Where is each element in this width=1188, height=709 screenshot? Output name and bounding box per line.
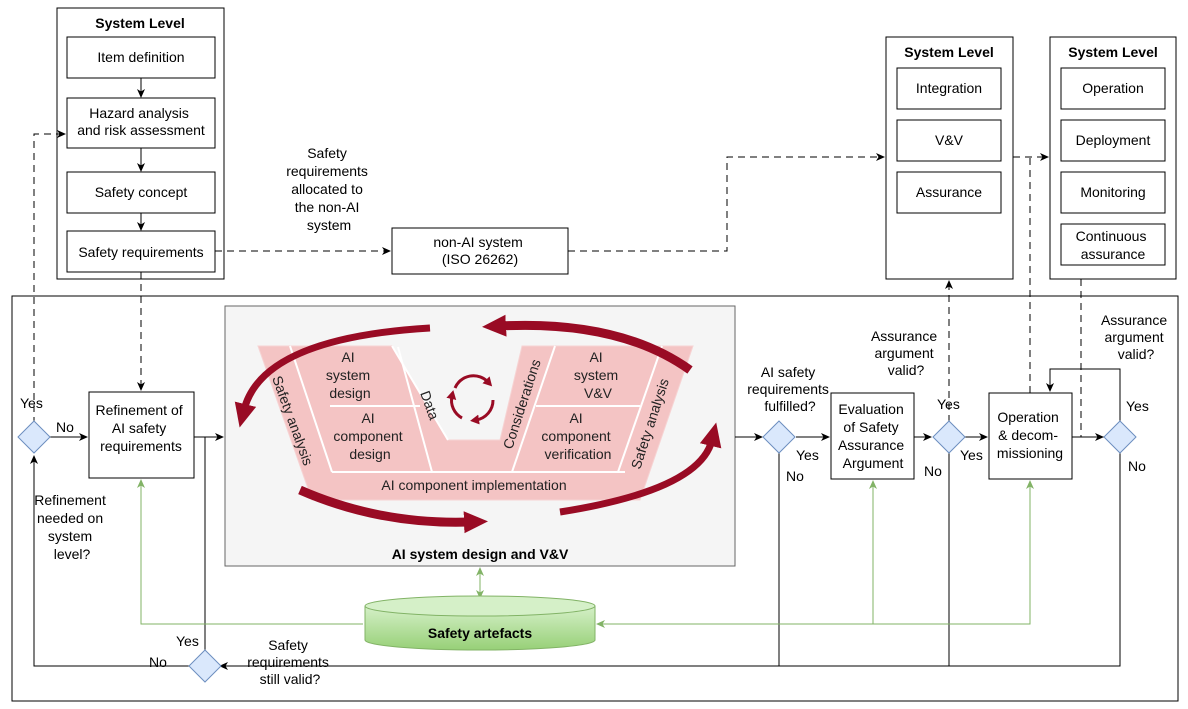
yes-label-left: Yes bbox=[20, 395, 43, 411]
refinement-needed-question: Refinement needed on system level? bbox=[34, 492, 109, 562]
no-label-left: No bbox=[56, 419, 74, 435]
ai-level-frame bbox=[11, 295, 1179, 702]
ai-fulfilled-diamond bbox=[762, 420, 796, 454]
safety-artefacts-label: Safety artefacts bbox=[428, 625, 532, 641]
monitoring-box bbox=[1060, 171, 1166, 214]
system-level-left-group: System Level Item definition Hazard anal… bbox=[56, 7, 225, 280]
safety-concept-box bbox=[66, 171, 216, 214]
monitoring-label: Monitoring bbox=[1080, 184, 1145, 200]
red-cycle-arrow-top bbox=[482, 314, 693, 374]
yes-label-assurance-2: Yes bbox=[1126, 398, 1149, 414]
system-level-mid-group: System Level Integration V&V Assurance bbox=[885, 36, 1014, 280]
assurance-valid-question-1: Assurance argument valid? bbox=[871, 328, 941, 378]
system-level-right-title: System Level bbox=[1068, 44, 1158, 60]
v-model-panel: Safety analysis AI system design Data AI… bbox=[224, 305, 736, 567]
non-ai-system-box bbox=[391, 227, 569, 275]
no-label-fulfilled: No bbox=[786, 468, 804, 484]
no-label-assurance-2: No bbox=[1128, 458, 1146, 474]
assurance-valid-question-2: Assurance argument valid? bbox=[1101, 312, 1171, 362]
still-valid-question: Safety requirements still valid? bbox=[247, 637, 333, 687]
solid-connectors bbox=[30, 368, 1121, 670]
integration-box bbox=[896, 67, 1002, 110]
operation-label-top: Operation bbox=[1082, 80, 1143, 96]
still-valid-diamond bbox=[188, 649, 222, 683]
operation-decommissioning-box bbox=[988, 392, 1073, 480]
yes-label-assurance-1: Yes bbox=[937, 396, 960, 412]
system-level-right-group: System Level Operation Deployment Monito… bbox=[1049, 36, 1177, 280]
hazard-analysis-box bbox=[66, 97, 216, 149]
red-cycle-arrow-bottom bbox=[298, 485, 488, 534]
evaluation-box bbox=[830, 392, 915, 480]
safety-artefacts-store: Safety artefacts bbox=[364, 595, 596, 651]
no-label-still-valid: No bbox=[149, 654, 167, 670]
green-connectors bbox=[137, 479, 1034, 628]
safety-concept-label: Safety concept bbox=[95, 184, 188, 200]
operation-box-top bbox=[1060, 67, 1166, 110]
ai-component-implementation-label: AI component implementation bbox=[381, 477, 566, 493]
allocation-label: Safety requirements allocated to the non… bbox=[286, 145, 372, 233]
assurance-valid-diamond-2 bbox=[1103, 420, 1137, 454]
deployment-label: Deployment bbox=[1076, 132, 1151, 148]
ai-fulfilled-question: AI safety requirements fulfilled? bbox=[747, 364, 833, 414]
deployment-box bbox=[1060, 119, 1166, 162]
ai-component-verification-label: AI component verification bbox=[541, 410, 614, 462]
operation-decommissioning-label: Operation & decom- missioning bbox=[997, 409, 1063, 461]
ai-component-design-label: AI component design bbox=[333, 410, 406, 462]
decision-diamonds bbox=[17, 420, 1137, 683]
continuous-assurance-box bbox=[1060, 223, 1166, 266]
assurance-valid-diamond-1 bbox=[932, 420, 966, 454]
ai-system-vv-label: AI system V&V bbox=[574, 349, 622, 401]
continuous-assurance-label: Continuous assurance bbox=[1076, 228, 1151, 262]
refinement-label: Refinement of AI safety requirements bbox=[95, 402, 186, 454]
red-cycle-arrow-left bbox=[234, 324, 431, 428]
v-model-caption: AI system design and V&V bbox=[392, 546, 569, 562]
vv-label: V&V bbox=[935, 132, 964, 148]
system-level-mid-title: System Level bbox=[904, 44, 994, 60]
yes-label-fulfilled: Yes bbox=[796, 447, 819, 463]
evaluation-label: Evaluation of Safety Assurance Argument bbox=[838, 401, 908, 471]
non-ai-system-label: non-AI system (ISO 26262) bbox=[433, 234, 526, 267]
item-definition-box bbox=[66, 36, 216, 79]
assurance-box bbox=[896, 171, 1002, 214]
vv-box bbox=[896, 119, 1002, 162]
refinement-box bbox=[88, 391, 195, 479]
data-cycle-icon bbox=[446, 374, 495, 425]
yes-label-still-valid: Yes bbox=[176, 633, 199, 649]
yes-label-assurance-1b: Yes bbox=[960, 447, 983, 463]
assurance-label: Assurance bbox=[916, 184, 982, 200]
item-definition-label: Item definition bbox=[97, 49, 184, 65]
ai-system-design-label: AI system design bbox=[326, 349, 374, 401]
integration-label: Integration bbox=[916, 80, 982, 96]
safety-requirements-label: Safety requirements bbox=[78, 244, 203, 260]
no-label-assurance-1: No bbox=[924, 463, 942, 479]
refinement-needed-diamond bbox=[17, 420, 51, 454]
system-level-left-title: System Level bbox=[95, 15, 185, 31]
hazard-analysis-label: Hazard analysis and risk assessment bbox=[77, 105, 205, 138]
